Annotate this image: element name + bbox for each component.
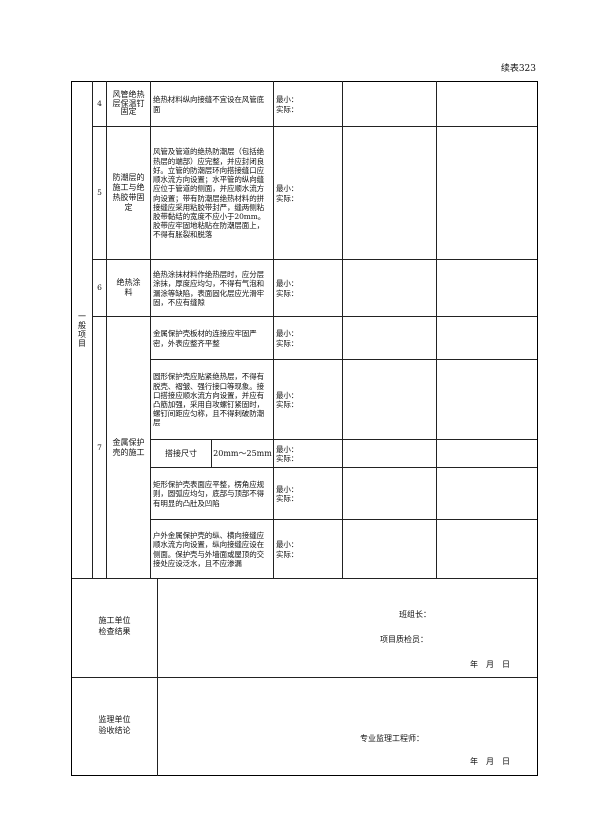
col-line bbox=[342, 81, 343, 578]
min-label: 最小： bbox=[276, 184, 299, 194]
measure-cell: 最小： 实际： bbox=[274, 440, 342, 467]
col-line bbox=[436, 81, 437, 578]
item-requirement: 户外金属保护壳的纵、横向接缝应顺水流方向设置，纵向接缝应设在侧面。保护壳与外墙面… bbox=[153, 531, 264, 568]
item-requirement: 金属保护壳板材的连接应牢固严密，外表应整齐平整 bbox=[153, 329, 257, 348]
min-label: 最小： bbox=[276, 329, 299, 339]
item-name: 绝热涂料 bbox=[116, 278, 141, 297]
min-label: 最小： bbox=[276, 444, 299, 454]
col-line bbox=[92, 81, 93, 578]
row-line bbox=[150, 359, 538, 360]
row-line bbox=[71, 578, 538, 579]
actual-label: 实际： bbox=[276, 104, 299, 114]
table-border-bottom bbox=[71, 775, 538, 776]
actual-label: 实际： bbox=[276, 193, 299, 203]
actual-label: 实际： bbox=[276, 454, 299, 463]
supervision-engineer-label: 专业监理工程师： bbox=[360, 734, 424, 743]
item-requirement: 风管及管道的绝热防潮层（包括绝热层的端部）应完整，并应封闭良好。立管的防潮层环向… bbox=[153, 147, 266, 240]
min-label: 最小： bbox=[276, 390, 299, 400]
col-line bbox=[211, 439, 212, 467]
min-label: 最小： bbox=[276, 484, 299, 494]
row-line bbox=[150, 439, 538, 440]
min-label: 最小： bbox=[276, 95, 299, 105]
supervision-accept-label: 监理单位 验收结论 bbox=[98, 715, 131, 735]
row-line bbox=[92, 316, 538, 317]
measure-cell: 最小： 实际： bbox=[274, 520, 342, 578]
item-name: 风管绝热层保温钉固定 bbox=[112, 90, 145, 117]
row-line bbox=[71, 677, 538, 678]
overlap-size-value: 20mm～25mm bbox=[213, 448, 272, 458]
quality-inspector-label: 项目质检员： bbox=[380, 635, 428, 644]
item-requirement: 圆形保护壳应贴紧绝热层，不得有脱壳、褶皱、强行接口等现象。接口搭接应顺水流方向设… bbox=[153, 372, 264, 428]
actual-label: 实际： bbox=[276, 338, 299, 348]
construction-check-date: 年 月 日 bbox=[470, 660, 510, 669]
inspection-form-table: 一 般 项 目 4 风管绝热层保温钉固定 绝热材料纵向接缝不宜设在风管底面 最小… bbox=[71, 81, 538, 776]
item-requirement: 绝热涂抹材料作绝热层时，应分层涂抹，厚度应均匀，不得有气泡和漏涂等缺陷，表面固化… bbox=[153, 270, 264, 307]
item-name: 防潮层的施工与绝热胶带固定 bbox=[112, 173, 145, 212]
col-line bbox=[106, 81, 107, 578]
measure-cell: 最小： 实际： bbox=[274, 127, 342, 259]
supervision-accept-date: 年 月 日 bbox=[470, 757, 510, 766]
row-line bbox=[150, 519, 538, 520]
item-requirement: 矩形保护壳表面应平整，楞角应规则，圆弧应均匀，底部与顶部不得有明显的凸肚及凹陷 bbox=[153, 480, 264, 508]
item-number: 5 bbox=[97, 188, 102, 198]
row-line bbox=[150, 467, 538, 468]
general-items-label: 一 般 项 目 bbox=[78, 312, 86, 348]
item-requirement: 绝热材料纵向接缝不宜设在风管底面 bbox=[153, 95, 264, 114]
row-line bbox=[92, 259, 538, 260]
table-border-top bbox=[71, 81, 538, 82]
page-number: 续表323 bbox=[500, 64, 536, 74]
actual-label: 实际： bbox=[276, 549, 299, 559]
col-line bbox=[150, 81, 151, 578]
item-number: 7 bbox=[97, 442, 102, 452]
item-name: 金属保护壳的施工 bbox=[112, 437, 145, 457]
measure-cell: 最小： 实际： bbox=[274, 317, 342, 359]
table-border-right bbox=[537, 81, 538, 776]
construction-check-label: 施工单位 检查结果 bbox=[98, 616, 131, 636]
min-label: 最小： bbox=[276, 540, 299, 550]
actual-label: 实际： bbox=[276, 400, 299, 409]
team-leader-label: 班组长： bbox=[399, 610, 431, 619]
row-line bbox=[92, 126, 538, 127]
measure-cell: 最小： 实际： bbox=[274, 260, 342, 316]
min-label: 最小： bbox=[276, 279, 299, 289]
col-line bbox=[157, 578, 158, 776]
measure-cell: 最小： 实际： bbox=[274, 82, 342, 126]
actual-label: 实际： bbox=[276, 288, 299, 298]
col-line bbox=[273, 81, 274, 578]
measure-cell: 最小： 实际： bbox=[274, 468, 342, 519]
actual-label: 实际： bbox=[276, 494, 299, 503]
item-number: 4 bbox=[97, 99, 102, 109]
table-border-left bbox=[71, 81, 72, 776]
measure-cell: 最小： 实际： bbox=[274, 360, 342, 439]
overlap-size-label: 搭接尺寸 bbox=[165, 448, 197, 458]
item-number: 6 bbox=[97, 283, 102, 293]
